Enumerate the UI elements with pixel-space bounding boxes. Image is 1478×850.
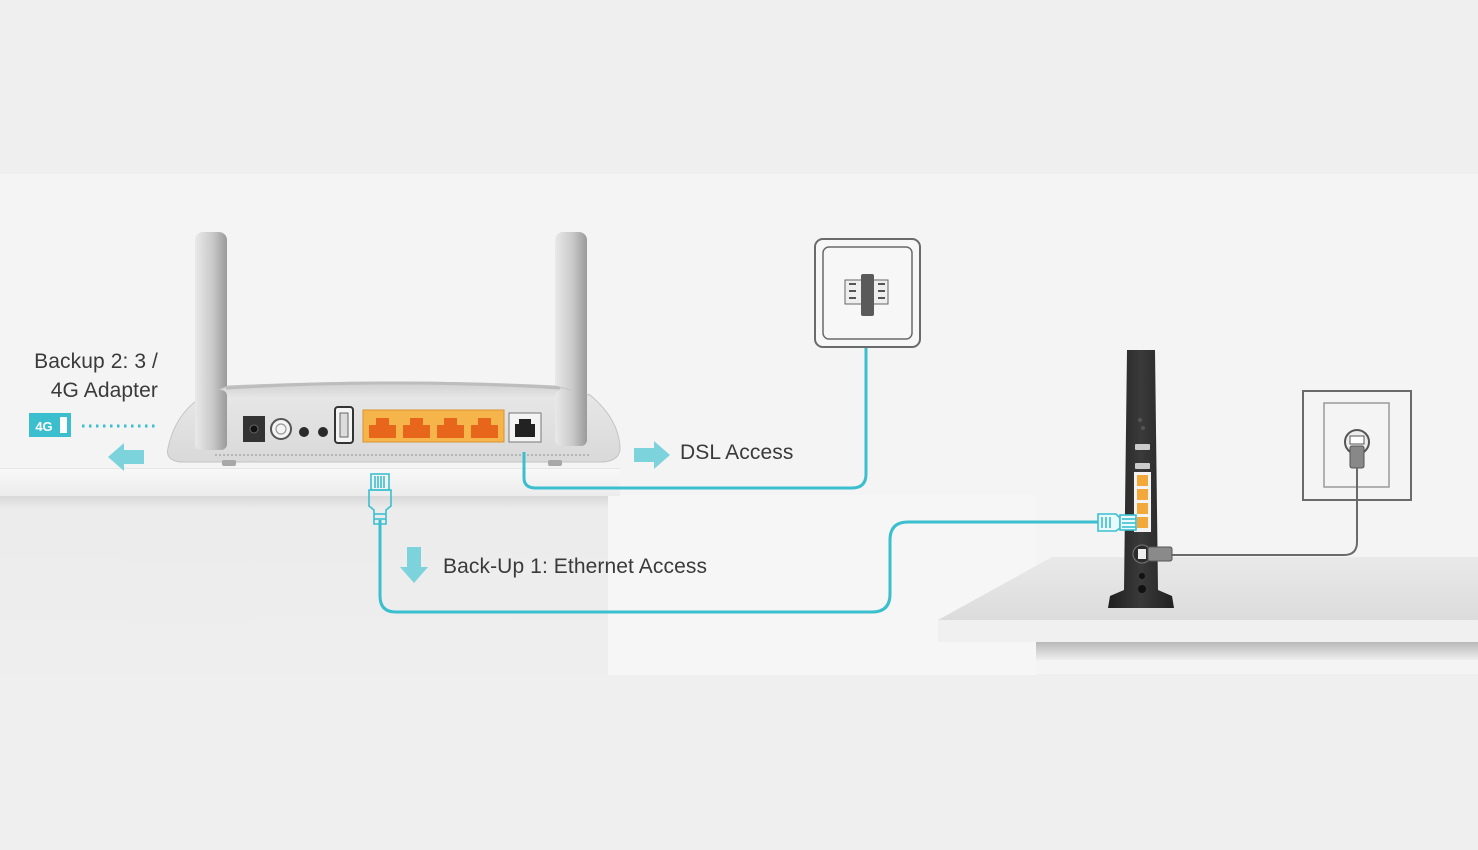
power-cable	[1172, 468, 1358, 556]
shelf-left	[0, 468, 620, 496]
dsl-wall-jack-icon	[814, 238, 921, 348]
power-outlet-icon	[1302, 390, 1412, 501]
ethernet-plug-icon	[368, 473, 392, 525]
power-button-icon	[270, 418, 292, 440]
router	[167, 381, 621, 466]
arrow-down-icon	[400, 547, 428, 583]
shelf-right	[938, 557, 1478, 660]
ethernet-access-label: Back-Up 1: Ethernet Access	[443, 555, 708, 578]
ethernet-cable	[378, 520, 1100, 614]
backup2-label-line1: Backup 2: 3 /	[34, 350, 158, 373]
backup2-label-line2: 4G Adapter	[50, 379, 158, 402]
lan-port-icon	[437, 418, 464, 438]
4g-badge-text: 4G	[35, 419, 52, 434]
background-panel	[608, 495, 1036, 675]
dsl-modem	[1108, 350, 1174, 608]
reset-button-icon	[318, 427, 328, 437]
arrow-right-icon	[634, 441, 670, 469]
lan-port-icon	[471, 418, 498, 438]
usb-port-icon	[334, 406, 354, 444]
router-lan-ports	[362, 409, 505, 443]
lan-port-icon	[369, 418, 396, 438]
power-jack-icon	[243, 416, 265, 442]
lan-port-icon	[403, 418, 430, 438]
arrow-left-icon	[108, 443, 144, 471]
4g-adapter-icon: 4G	[29, 413, 71, 437]
dsl-cable	[522, 348, 868, 490]
shelf-shadow-left	[0, 495, 608, 675]
modem-ethernet-plug-icon	[1097, 513, 1137, 532]
wps-button-icon	[299, 427, 309, 437]
dsl-port-icon	[508, 412, 542, 443]
dsl-access-label: DSL Access	[680, 441, 794, 464]
